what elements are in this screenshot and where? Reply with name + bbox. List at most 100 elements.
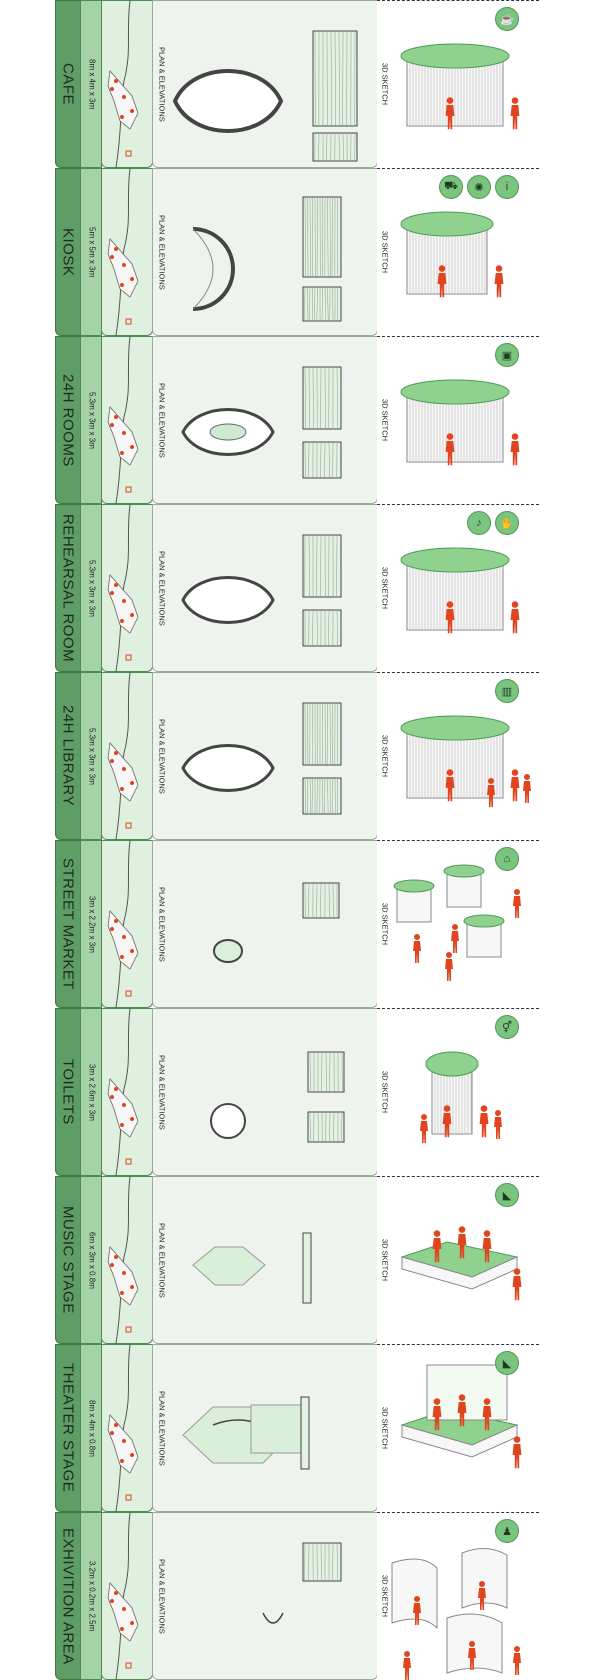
building-footprint	[108, 575, 138, 633]
site-location-dot	[110, 1095, 114, 1099]
plan-drawing	[153, 1345, 377, 1511]
person-body	[513, 1444, 522, 1468]
plan-elevations-cell: PLAN & ELEVATIONS	[152, 1344, 378, 1512]
person-figure	[494, 1110, 502, 1139]
dimensions-label: 6m x 3m x 0.8m	[85, 1177, 99, 1343]
elevation-long	[303, 367, 341, 429]
sketch-cell: 3D SKETCH▥	[377, 672, 539, 839]
plan-drawing	[153, 505, 377, 671]
program-name: EXHIVITION AREA	[58, 1513, 78, 1679]
person-head	[414, 934, 420, 940]
dimensions-label: 3m x 2.6m x 3m	[85, 1009, 99, 1175]
building-footprint	[108, 1415, 138, 1473]
site-location-dot	[114, 79, 118, 83]
plan-drawing	[153, 1513, 377, 1679]
person-head	[446, 952, 452, 958]
plan-outline	[211, 1104, 245, 1138]
site-map-cell	[101, 0, 153, 168]
person-figure	[511, 769, 520, 801]
green-roof	[401, 716, 509, 740]
green-roof	[401, 44, 509, 68]
person-body	[523, 781, 531, 803]
site-location-dot	[110, 87, 114, 91]
sun-icon: ✺	[467, 175, 491, 199]
site-location-dot	[114, 1591, 118, 1595]
cart-icon: ⛟	[439, 175, 463, 199]
dimensions-cell: 5.3m x 3m x 3m	[80, 672, 102, 840]
site-map	[102, 841, 152, 1007]
person-head	[514, 1646, 520, 1652]
plan-elevations-cell: PLAN & ELEVATIONS	[152, 672, 378, 840]
site-map-cell	[101, 1344, 153, 1512]
site-location-dot	[114, 247, 118, 251]
coffee-cup-icon: ☕	[495, 7, 519, 31]
plan-elevations-cell: PLAN & ELEVATIONS	[152, 336, 378, 504]
person-head	[512, 433, 519, 440]
dimensions-label: 5m x 5m x 3m	[85, 169, 99, 335]
exhibition-panel	[462, 1548, 507, 1608]
person-figure	[513, 1436, 522, 1468]
dimensions-cell: 3m x 2.6m x 3m	[80, 1008, 102, 1176]
site-map	[102, 673, 152, 839]
program-name-cell: STREET MARKET	[55, 840, 81, 1008]
stage-elevation	[301, 1397, 309, 1469]
person-head	[452, 924, 458, 930]
site-map-cell	[101, 1512, 153, 1680]
plan-elevations-cell: PLAN & ELEVATIONS	[152, 168, 378, 336]
person-head	[439, 265, 446, 272]
sketch-cell: 3D SKETCH✋♪	[377, 504, 539, 671]
person-head	[447, 601, 454, 608]
plan-drawing	[153, 841, 377, 1007]
site-location-dot	[122, 1439, 126, 1443]
site-map-cell	[101, 168, 153, 336]
person-figure	[451, 924, 459, 953]
site-location-dot	[114, 583, 118, 587]
person-head	[421, 1114, 427, 1120]
meeting-room-icon: ▣	[495, 343, 519, 367]
elevation-long	[303, 535, 341, 597]
site-map-cell	[101, 336, 153, 504]
person-head	[514, 1268, 521, 1275]
site-location-dot	[130, 1285, 134, 1289]
sketch-cell: 3D SKETCH⚥	[377, 1008, 539, 1175]
person-head	[444, 1105, 451, 1112]
person-head	[459, 1394, 466, 1401]
green-roof	[401, 380, 509, 404]
program-name: THEATER STAGE	[58, 1345, 78, 1511]
person-body	[511, 777, 520, 801]
plan-drawing	[153, 673, 377, 839]
plan-outline	[214, 940, 242, 962]
dimensions-label: 5.3m x 3m x 3m	[85, 337, 99, 503]
program-name-cell: EXHIVITION AREA	[55, 1512, 81, 1680]
panel-plan	[263, 1613, 283, 1623]
toilet-icon: ⚥	[495, 1015, 519, 1039]
person-head	[514, 889, 520, 895]
person-head	[524, 774, 530, 780]
person-head	[469, 1641, 475, 1647]
site-location-dot	[114, 1423, 118, 1427]
site-location-dot	[110, 927, 114, 931]
site-location-dot	[122, 95, 126, 99]
program-name: REHEARSAL ROOM	[58, 505, 78, 671]
site-location-dot	[120, 619, 124, 623]
site-marker	[126, 1495, 131, 1500]
dimensions-cell: 5.3m x 3m x 3m	[80, 336, 102, 504]
program-row: 24H LIBRARY5.3m x 3m x 3mPLAN & ELEVATIO…	[0, 672, 600, 840]
program-name: STREET MARKET	[58, 841, 78, 1007]
person-body	[403, 1658, 411, 1680]
green-roof	[401, 548, 509, 572]
person-head	[447, 769, 454, 776]
person-head	[481, 1105, 488, 1112]
plan-outline	[183, 746, 273, 791]
person-head	[512, 97, 519, 104]
stall-roof	[444, 865, 484, 877]
plan-drawing	[153, 337, 377, 503]
person-body	[511, 441, 520, 465]
site-location-dot	[110, 1599, 114, 1603]
plan-drawing	[153, 169, 377, 335]
site-location-dot	[120, 955, 124, 959]
site-location-dot	[122, 767, 126, 771]
program-name-cell: CAFE	[55, 0, 81, 168]
plan-outline	[183, 578, 273, 623]
